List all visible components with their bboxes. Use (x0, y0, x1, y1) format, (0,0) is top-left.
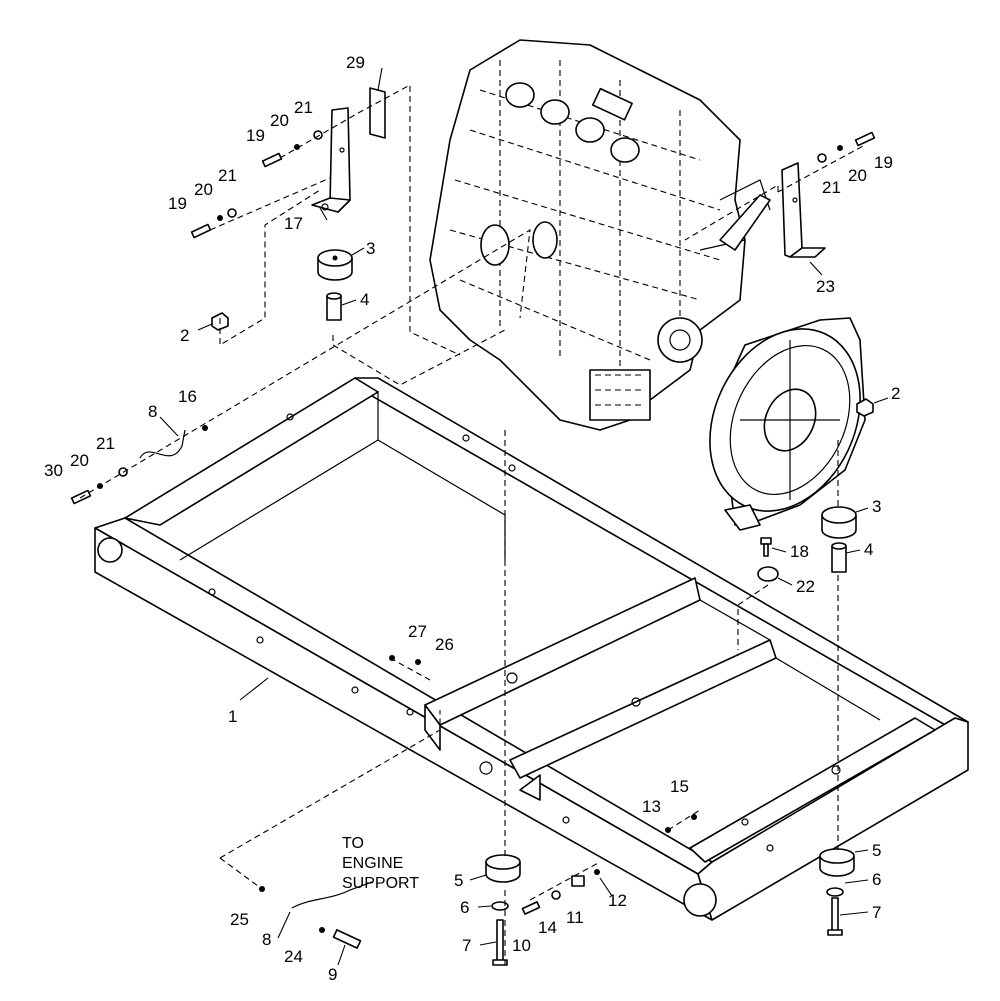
washer-6-center (491, 901, 509, 911)
bracket-17 (311, 107, 351, 213)
isolator-5-right (819, 848, 855, 877)
callout-15: 15 (670, 777, 689, 796)
bolt-9 (332, 929, 362, 949)
bolt-7-right (827, 897, 843, 936)
callout-11: 11 (566, 908, 584, 927)
callout-20-left-lower: 20 (194, 180, 213, 199)
isolator-3-left (317, 249, 353, 281)
callout-19-left-lower: 19 (168, 194, 187, 213)
callout-12: 12 (608, 891, 627, 910)
callout-5-center: 5 (454, 871, 463, 890)
callout-10: 10 (512, 936, 531, 955)
bolt-18 (760, 537, 772, 557)
isolator-3-right (821, 506, 857, 539)
callout-23: 23 (816, 277, 835, 296)
callout-19-left-upper: 19 (246, 126, 265, 145)
isolator-5-center (485, 854, 521, 883)
callout-13: 13 (642, 797, 661, 816)
callout-21-left-upper: 21 (294, 98, 313, 117)
washer-6-right (826, 887, 844, 897)
callout-25: 25 (230, 910, 249, 929)
bolt-7-center (492, 919, 508, 966)
callout-6-right: 6 (872, 870, 881, 889)
bolt-19-left-lower (190, 223, 212, 239)
ground-strap-8-lower (291, 881, 373, 909)
callout-21-upper-strap: 21 (96, 434, 115, 453)
note-line-1: TO (342, 835, 364, 852)
callout-14: 14 (538, 918, 557, 937)
bolt-19-right (854, 131, 876, 147)
callout-2-right: 2 (891, 384, 900, 403)
callout-16: 16 (178, 387, 197, 406)
flywheel-housing (709, 317, 866, 531)
callout-24: 24 (284, 947, 303, 966)
callout-20-upper-strap: 20 (70, 451, 89, 470)
note-line-3: SUPPORT (342, 875, 419, 892)
engine-support-note: TO ENGINE SUPPORT (342, 835, 419, 892)
callout-7-center: 7 (462, 936, 471, 955)
engine-assembly (429, 39, 771, 431)
plate-29 (369, 87, 386, 139)
note-line-2: ENGINE (342, 855, 403, 872)
callout-3-right: 3 (872, 497, 881, 516)
clamp-22 (757, 566, 779, 582)
callout-8-upper: 8 (148, 402, 157, 421)
callout-8-lower: 8 (262, 930, 271, 949)
callout-17: 17 (284, 214, 303, 233)
callout-labels: 1 2 2 3 3 4 4 5 5 6 6 7 7 8 8 9 10 11 12… (44, 53, 900, 984)
callout-18: 18 (790, 542, 809, 561)
callout-21-left-lower: 21 (218, 166, 237, 185)
ground-strap-8-upper (139, 429, 186, 459)
assembly-lines (79, 84, 866, 965)
callout-19-right: 19 (874, 153, 893, 172)
callout-9: 9 (328, 965, 337, 984)
bracket-23 (781, 162, 826, 258)
base-frame (94, 377, 969, 921)
callout-6-center: 6 (460, 898, 469, 917)
spacer-4-left (326, 292, 342, 321)
callout-5-right: 5 (872, 841, 881, 860)
callout-30: 30 (44, 461, 63, 480)
bolt-10 (521, 901, 541, 915)
nut-2-right (856, 398, 874, 417)
callout-2-left: 2 (180, 326, 189, 345)
callout-20-left-upper: 20 (270, 111, 289, 130)
callout-3-left: 3 (366, 239, 375, 258)
callout-29: 29 (346, 53, 365, 72)
clip-11 (571, 875, 585, 887)
callout-22: 22 (796, 577, 815, 596)
callout-26: 26 (435, 635, 454, 654)
callout-4-right: 4 (864, 540, 873, 559)
callout-21-right: 21 (822, 178, 841, 197)
bolt-19-left-upper (261, 152, 283, 168)
spacer-4-right (831, 542, 847, 573)
callout-20-right: 20 (848, 166, 867, 185)
callout-4-left: 4 (360, 290, 369, 309)
callout-27: 27 (408, 622, 427, 641)
leader-lines (159, 67, 889, 966)
callout-7-right: 7 (872, 903, 881, 922)
callout-1: 1 (228, 707, 237, 726)
